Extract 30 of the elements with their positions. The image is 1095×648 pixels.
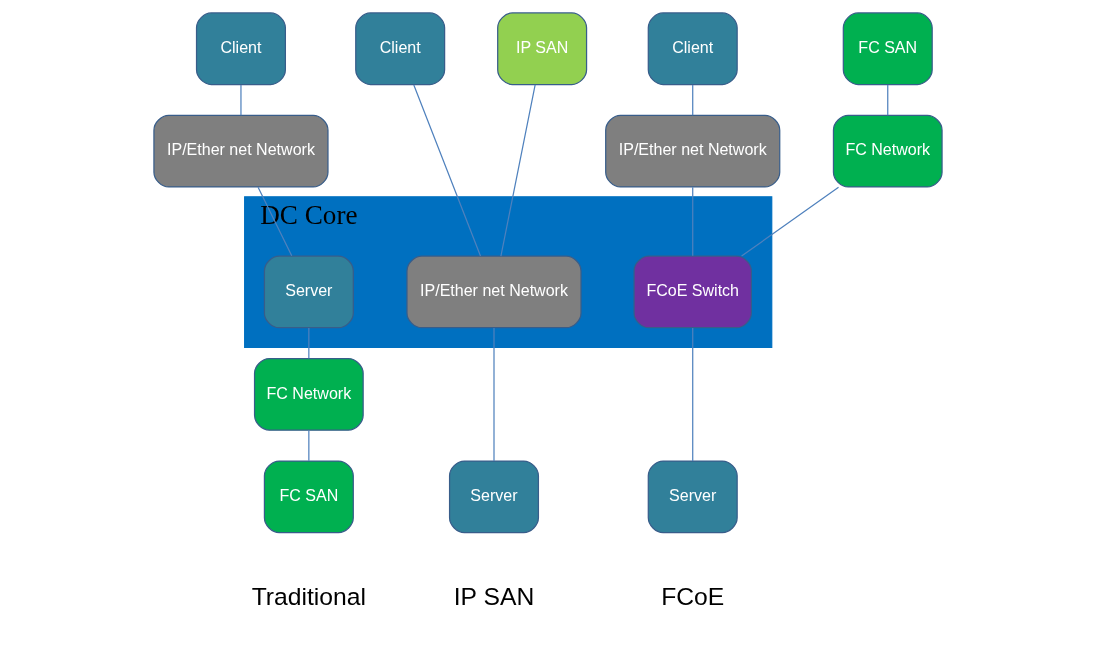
node-box: IP/Ether net Network (604, 114, 780, 188)
connector (886, 84, 888, 116)
label: FCoE (660, 583, 724, 611)
connector (307, 327, 309, 359)
connector (307, 429, 309, 462)
node-box: Client (647, 12, 738, 86)
node-box: FC Network (253, 357, 364, 431)
node-box: FC Network (832, 114, 943, 188)
node-box: IP SAN (496, 12, 587, 86)
connector (239, 84, 242, 116)
connector (740, 186, 839, 257)
node-box: FCoE Switch (633, 255, 752, 329)
node-box: FC SAN (842, 12, 933, 86)
connector (492, 327, 495, 462)
label: IP SAN (453, 583, 534, 611)
node-box: Server (647, 460, 738, 534)
node-box: Server (263, 255, 354, 329)
node-box: IP/Ether net Network (152, 114, 329, 188)
connector (691, 84, 693, 116)
node-box: Client (195, 12, 286, 86)
node-box: Server (448, 460, 539, 534)
connector (499, 84, 536, 257)
node-box: Client (354, 12, 445, 86)
connector (691, 327, 693, 462)
connector (256, 186, 292, 257)
node-box: FC SAN (263, 460, 354, 534)
node-box: IP/Ether net Network (405, 255, 582, 329)
connector (691, 186, 693, 257)
label: Traditional (251, 583, 366, 611)
connector (412, 84, 481, 257)
